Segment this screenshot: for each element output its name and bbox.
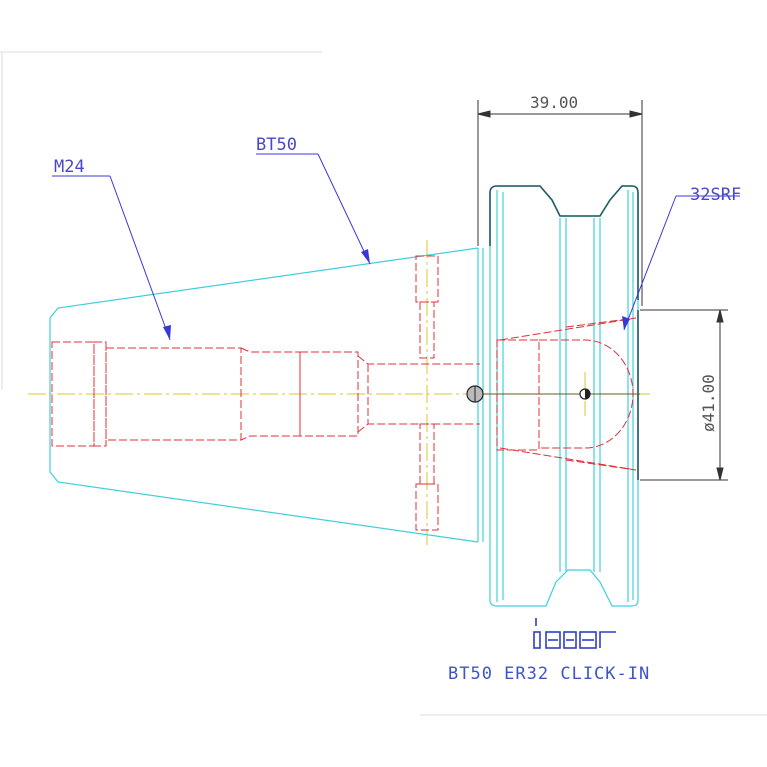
iscar-logo [533, 618, 616, 649]
dimension-diameter-label: ø41.00 [699, 374, 718, 432]
centerline [28, 240, 650, 545]
taper-outline [49, 247, 484, 543]
label-32srf: 32SRF [690, 185, 741, 205]
dimension-width [477, 100, 643, 306]
flange-edge [489, 185, 639, 480]
leader-arrowheads [163, 249, 630, 340]
flange-outline [489, 185, 639, 607]
leaders [52, 153, 740, 341]
label-m24: M24 [54, 157, 85, 177]
dimension-width-label: 39.00 [530, 93, 578, 112]
center-markers [466, 385, 591, 403]
drawing-title: BT50 ER32 CLICK-IN [448, 664, 650, 684]
hidden-bore [51, 255, 637, 531]
label-bt50: BT50 [256, 135, 297, 155]
dimension-diameter [640, 309, 728, 481]
sheet-border [0, 51, 767, 716]
